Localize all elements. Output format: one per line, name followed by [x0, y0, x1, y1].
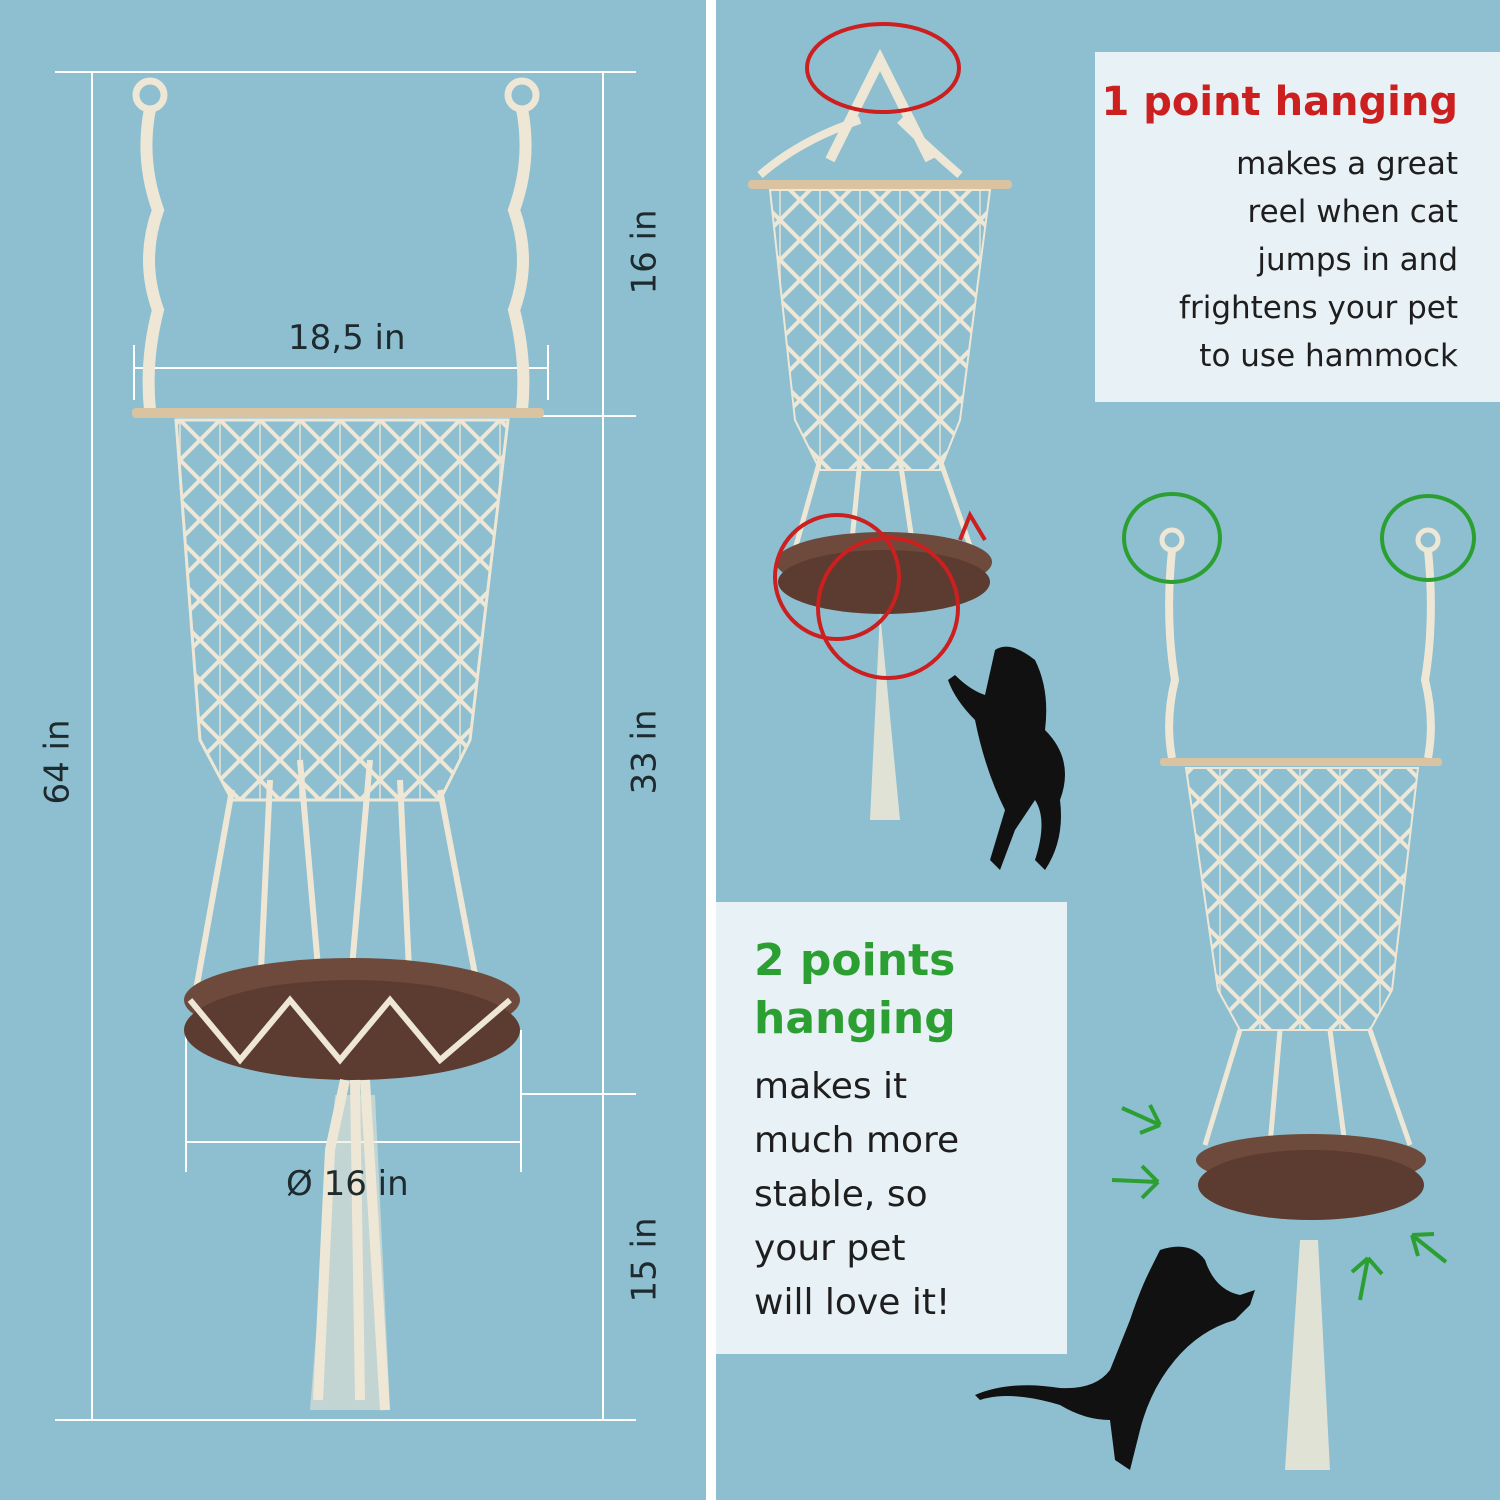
two-points-heading-line: 2 points — [754, 935, 956, 986]
one-point-line: jumps in and — [1257, 242, 1458, 278]
cat-silhouette-jumping — [948, 646, 1065, 870]
hammock-two-point-small — [1159, 527, 1442, 1470]
one-point-line: to use hammock — [1199, 338, 1458, 374]
one-point-line: frightens your pet — [1179, 290, 1458, 326]
two-points-line: your pet — [754, 1228, 906, 1269]
two-points-line: makes it — [754, 1066, 908, 1107]
cat-silhouette-leaping — [975, 1246, 1255, 1470]
dimension-label-width: 18,5 in — [288, 318, 406, 358]
two-points-heading-line: hanging — [754, 993, 956, 1044]
dimension-label-upper-height: 16 in — [624, 209, 665, 295]
one-point-line: reel when cat — [1247, 194, 1458, 230]
one-point-heading: 1 point hanging — [1101, 79, 1458, 125]
one-point-description: makes a great reel when cat jumps in and… — [1118, 140, 1458, 380]
dimension-label-diameter: Ø 16 in — [286, 1164, 409, 1204]
two-points-line: stable, so — [754, 1174, 928, 1215]
two-points-description: makes it much more stable, so your pet w… — [754, 1060, 1054, 1330]
dimension-label-middle-height: 33 in — [624, 709, 665, 795]
dimension-label-total-height: 64 in — [37, 719, 78, 805]
two-points-line: much more — [754, 1120, 960, 1161]
two-points-info-box — [716, 902, 1067, 1354]
hammock-two-point-large — [132, 77, 544, 1411]
hammock-one-point — [748, 48, 1012, 820]
two-points-heading: 2 points hanging — [754, 932, 1054, 1048]
green-annotations — [1111, 492, 1476, 1301]
two-points-line: will love it! — [754, 1282, 951, 1323]
panel-divider — [706, 0, 716, 1500]
red-annotations — [773, 22, 987, 680]
one-point-line: makes a great — [1236, 146, 1458, 182]
one-point-info-box — [1095, 52, 1500, 402]
dimension-label-tassel-height: 15 in — [624, 1217, 665, 1303]
